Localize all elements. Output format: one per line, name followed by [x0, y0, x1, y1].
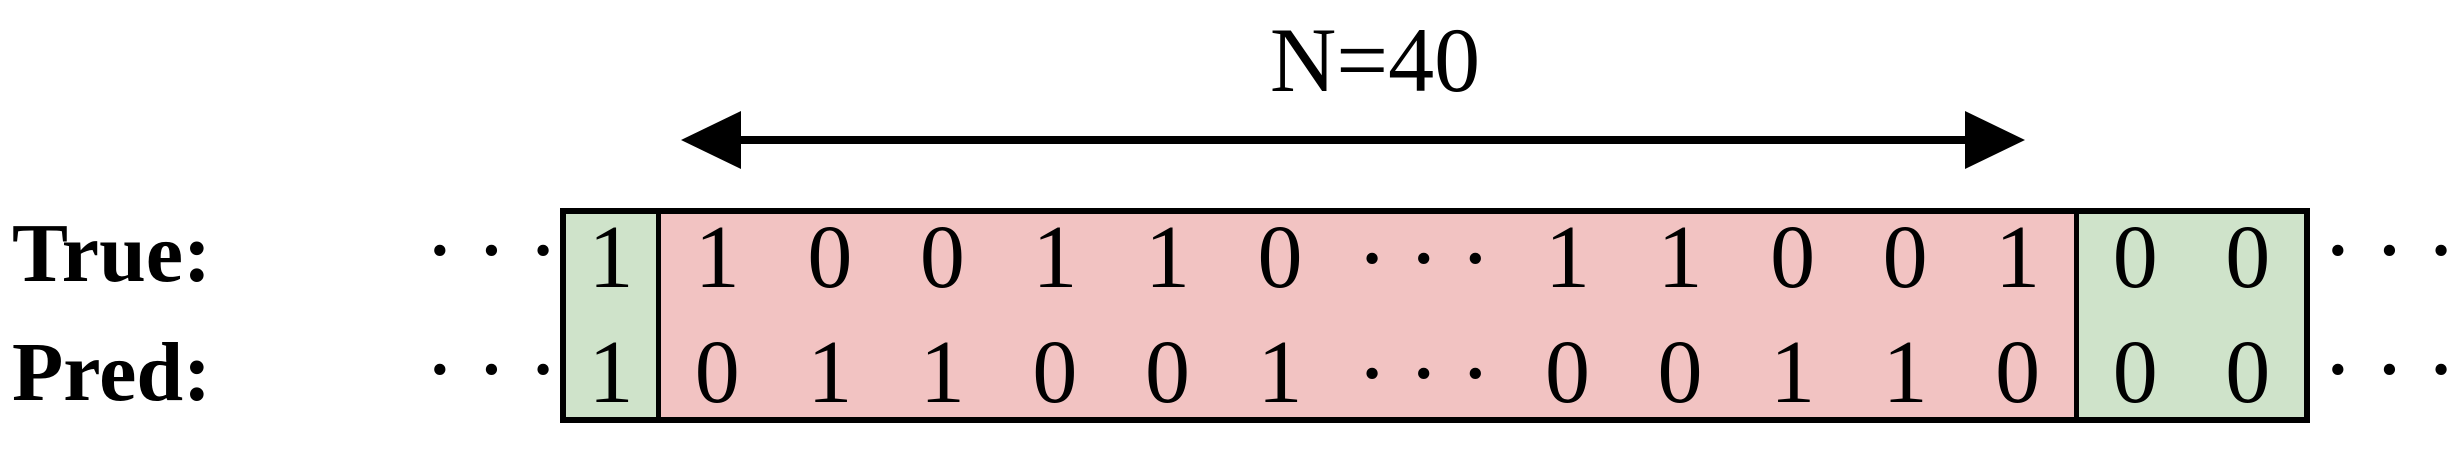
true-value: 1: [1995, 208, 2041, 307]
pred-value: ···: [1356, 319, 1512, 426]
true-value: 0: [2112, 208, 2158, 307]
window-size-label: N=40: [1269, 9, 1481, 111]
true-value: 1: [694, 208, 740, 307]
pred-value: 1: [1257, 323, 1303, 422]
pred-value: 0: [2225, 323, 2271, 422]
row-label-pred: Pred:: [12, 326, 212, 419]
pred-value: 1: [588, 323, 634, 422]
true-value: 0: [2225, 208, 2271, 307]
left-ellipsis-pred: ···: [424, 315, 579, 422]
pred-value: 0: [1995, 323, 2041, 422]
true-value: 0: [807, 208, 853, 307]
arrow-head-right: [1965, 111, 2025, 169]
true-value: 1: [1544, 208, 1590, 307]
pred-value: 0: [1144, 323, 1190, 422]
true-value: 0: [1257, 208, 1303, 307]
row-label-true: True:: [12, 207, 212, 300]
left-ellipsis-true: ···: [424, 196, 579, 303]
pred-value: 0: [2112, 323, 2158, 422]
right-ellipsis-true: ···: [2322, 196, 2462, 303]
right-ellipsis-pred: ···: [2322, 315, 2462, 422]
pred-value: 0: [694, 323, 740, 422]
pred-value: 0: [1544, 323, 1590, 422]
pred-value: 1: [1770, 323, 1816, 422]
true-value: 0: [919, 208, 965, 307]
true-value: 1: [588, 208, 634, 307]
true-value: 1: [1032, 208, 1078, 307]
true-value: 0: [1770, 208, 1816, 307]
pred-value: 1: [1882, 323, 1928, 422]
true-value: ···: [1356, 204, 1512, 311]
pred-value: 0: [1032, 323, 1078, 422]
arrow-head-left: [681, 111, 741, 169]
pred-value: 1: [919, 323, 965, 422]
true-value: 0: [1882, 208, 1928, 307]
sequence-cell: ······: [1336, 204, 1512, 426]
true-value: 1: [1144, 208, 1190, 307]
pred-value: 0: [1657, 323, 1703, 422]
pred-value: 1: [807, 323, 853, 422]
true-value: 1: [1657, 208, 1703, 307]
